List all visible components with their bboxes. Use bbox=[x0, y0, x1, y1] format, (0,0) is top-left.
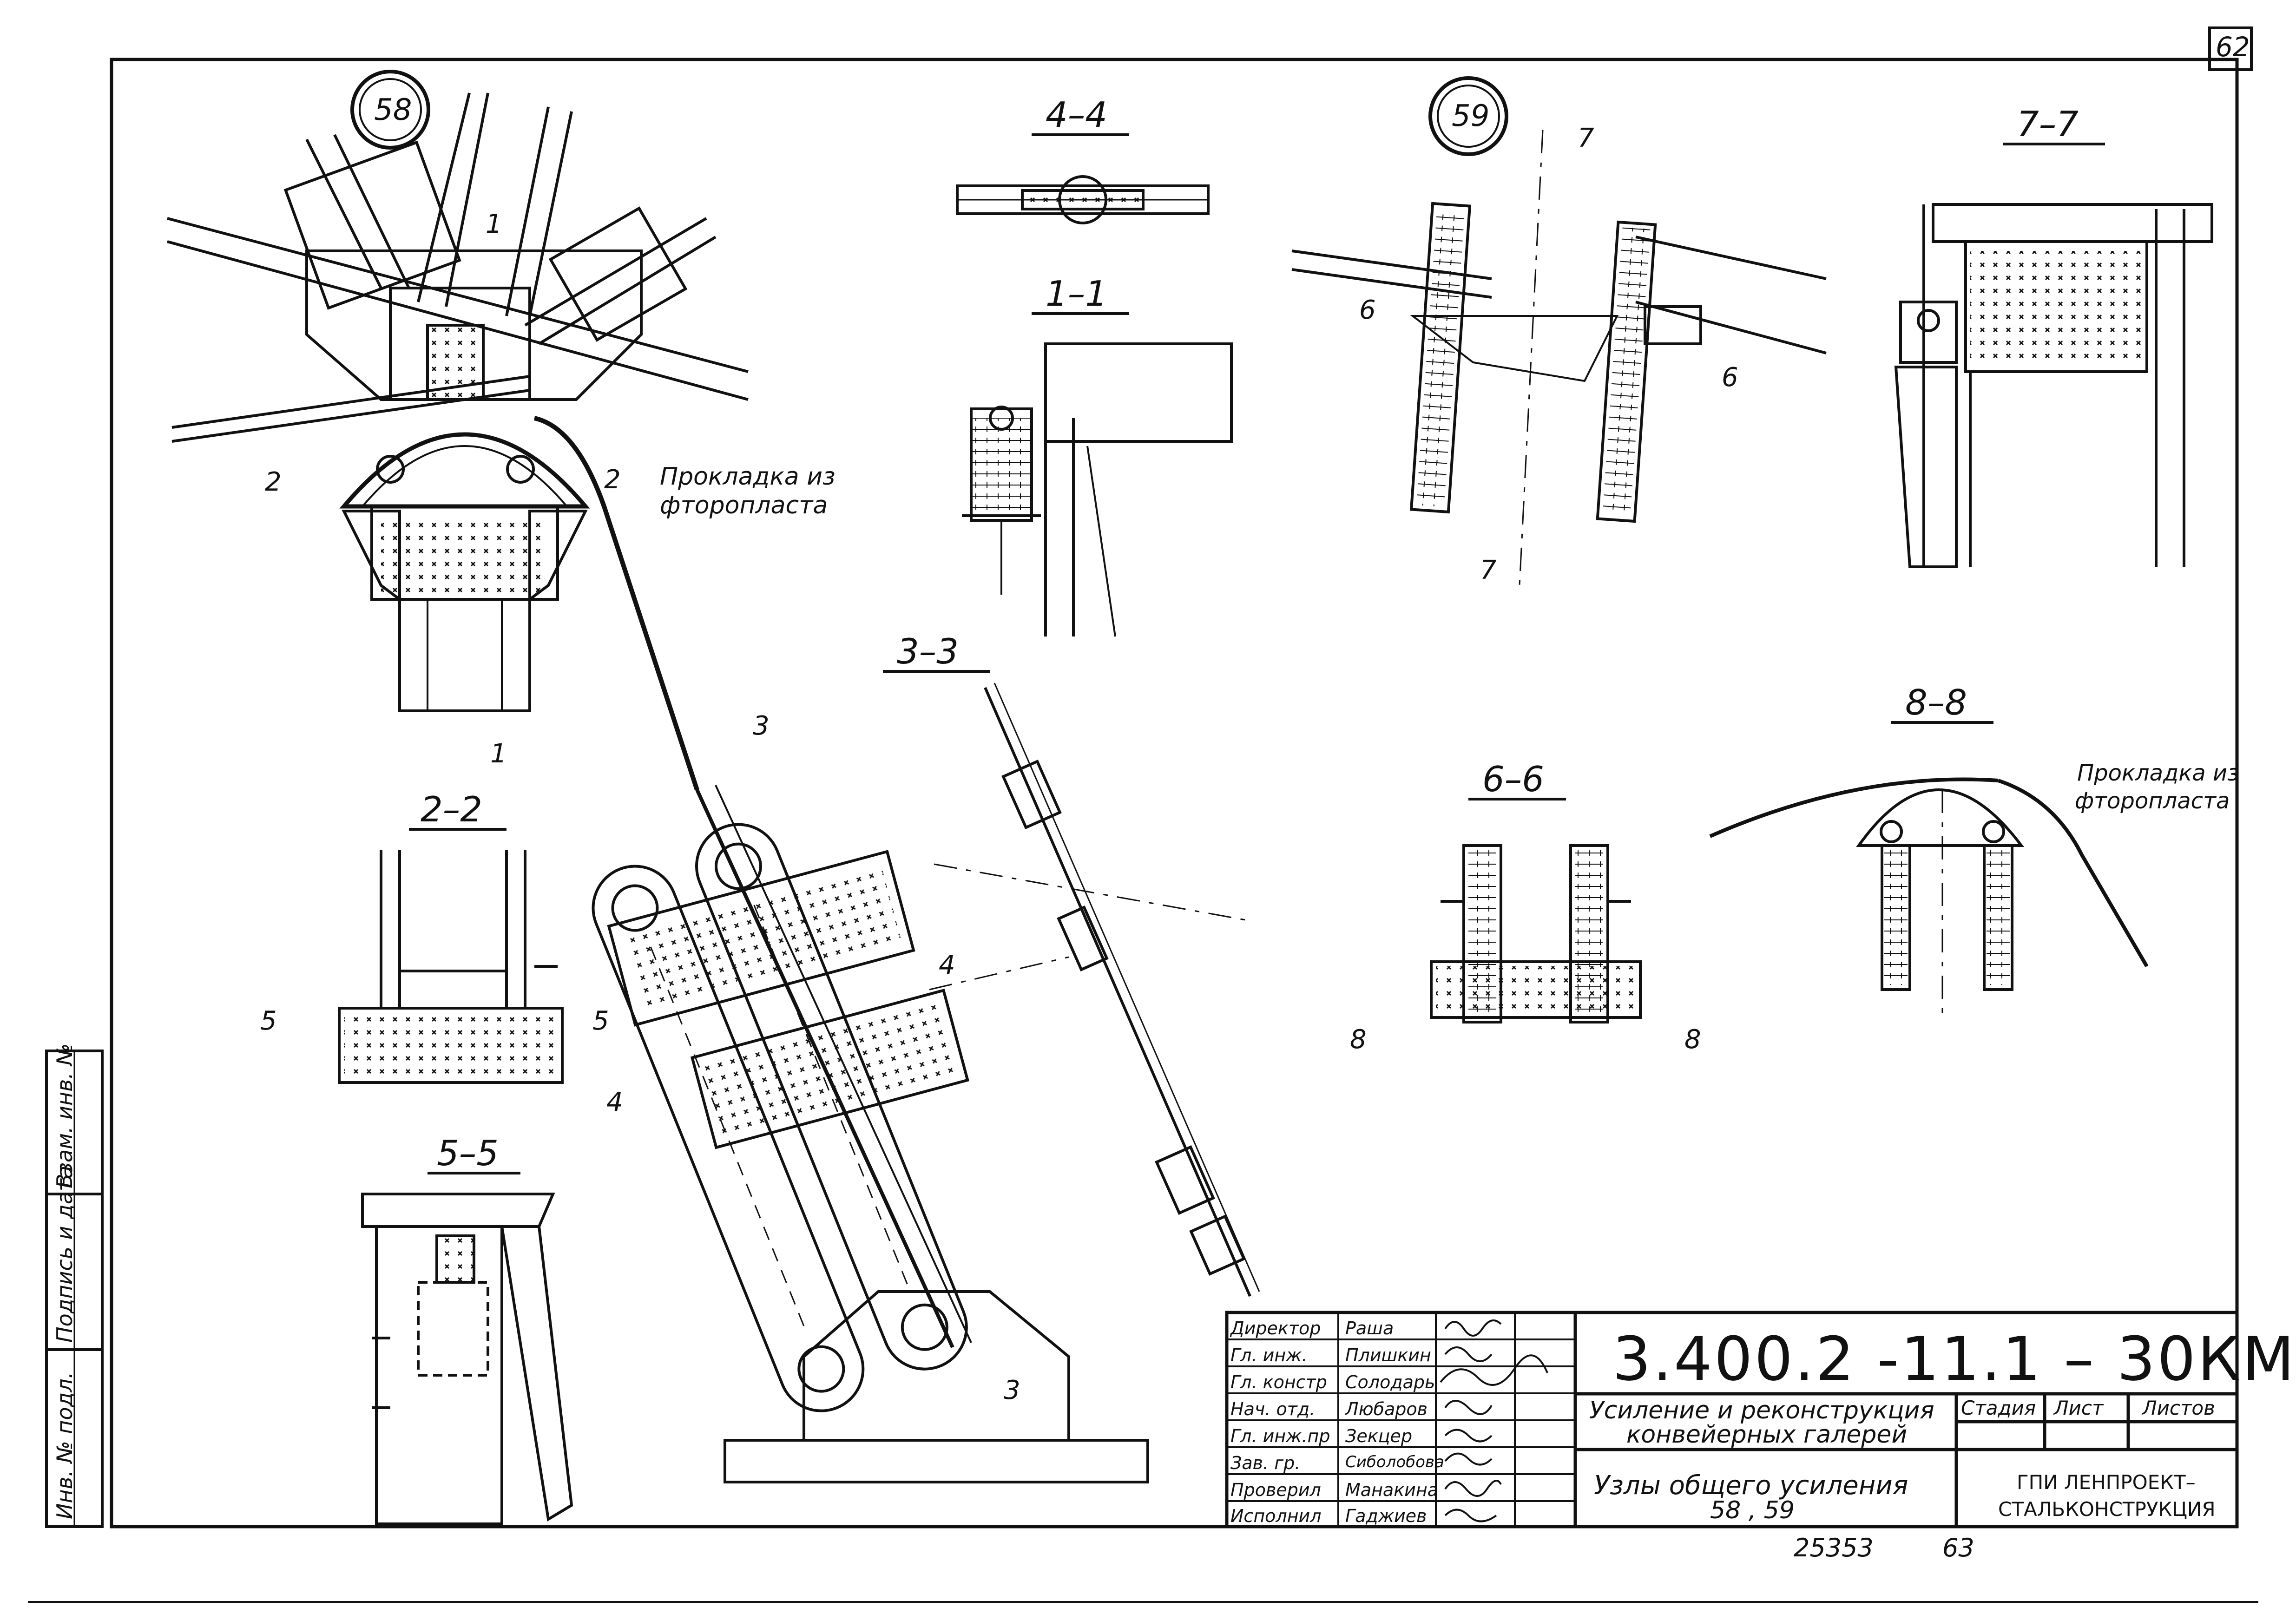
node-59-circle bbox=[1428, 76, 1508, 156]
section-1-1-drawing bbox=[962, 342, 1233, 637]
section-4-4-drawing bbox=[956, 175, 1210, 224]
side-strip bbox=[45, 1050, 104, 1528]
ptfe-pad-note-left-2: фторопласта bbox=[660, 492, 828, 519]
section-2-2-drawing bbox=[338, 850, 564, 1084]
title-line-2: конвейерных галерей bbox=[1626, 1421, 1908, 1449]
role-3: Нач. отд. bbox=[1230, 1399, 1316, 1419]
name-7: Гаджиев bbox=[1345, 1506, 1427, 1526]
section-8-8-drawing bbox=[1709, 777, 2149, 1022]
cut-mark-2-left: 2 bbox=[265, 467, 282, 497]
cut-mark-4-right: 4 bbox=[939, 950, 955, 980]
node-58-label: 58 bbox=[374, 93, 412, 127]
node-59-drawing bbox=[1291, 130, 1827, 586]
section-8-8-title: 8–8 bbox=[1905, 682, 1967, 723]
sheets-label: Листов bbox=[2142, 1397, 2215, 1419]
node-58-circle bbox=[350, 70, 430, 150]
stage-label: Стадия bbox=[1961, 1397, 2036, 1419]
cut-mark-8-right: 8 bbox=[1684, 1024, 1701, 1055]
cut-mark-2-right: 2 bbox=[604, 465, 621, 495]
sheet-frame bbox=[28, 26, 2258, 1603]
section-3-3-title: 3–3 bbox=[897, 631, 959, 672]
name-2: Солодарь bbox=[1345, 1372, 1435, 1392]
section-5-5-drawing bbox=[361, 1193, 573, 1525]
sheet-title-line-1: Узлы общего усиления bbox=[1594, 1470, 1908, 1501]
role-2: Гл. констр bbox=[1230, 1372, 1327, 1392]
ptfe-pad-note-left-1: Прокладка из bbox=[660, 463, 836, 491]
name-1: Плишкин bbox=[1345, 1345, 1431, 1365]
section-4-4-title: 4–4 bbox=[1046, 94, 1107, 135]
side-label-inv-podl: Инв. № подл. bbox=[52, 1371, 77, 1519]
role-1: Гл. инж. bbox=[1230, 1345, 1308, 1365]
title-block-row-lines bbox=[1227, 1338, 1575, 1502]
ptfe-pad-note-right-2: фторопласта bbox=[2075, 788, 2230, 814]
role-0: Директор bbox=[1230, 1318, 1321, 1338]
cut-mark-5-right: 5 bbox=[592, 1006, 609, 1036]
signatures bbox=[1440, 1319, 1548, 1522]
sheet-label: Лист bbox=[2054, 1397, 2104, 1419]
node-58-drawing bbox=[167, 92, 1246, 1483]
cut-mark-1-bottom: 1 bbox=[490, 739, 507, 769]
role-7: Исполнил bbox=[1230, 1506, 1322, 1526]
cut-mark-6-right: 6 bbox=[1722, 362, 1738, 393]
side-label-podpis: Подпись и дата bbox=[52, 1165, 77, 1343]
org-line-2: СТАЛЬКОНСТРУКЦИЯ bbox=[1998, 1498, 2216, 1521]
cut-mark-5-left: 5 bbox=[260, 1006, 277, 1036]
node-59-label: 59 bbox=[1452, 99, 1490, 133]
name-6: Манакина bbox=[1345, 1480, 1438, 1500]
name-0: Раша bbox=[1345, 1318, 1394, 1338]
name-4: Зекцер bbox=[1345, 1426, 1413, 1446]
section-2-2-title: 2–2 bbox=[421, 789, 482, 830]
section-6-6-drawing bbox=[1430, 844, 1642, 1024]
side-label-vzam: Взам. инв. № bbox=[52, 1043, 77, 1188]
cut-mark-7-bottom: 7 bbox=[1480, 555, 1497, 585]
archive-number: 25353 bbox=[1794, 1533, 1874, 1562]
org-line-1: ГПИ ЛЕНПРОЕКТ– bbox=[2017, 1471, 2196, 1494]
role-5: Зав. гр. bbox=[1230, 1453, 1301, 1473]
name-5: Сиболобова bbox=[1345, 1453, 1444, 1471]
name-3: Любаров bbox=[1345, 1399, 1428, 1419]
sheet-count-number: 63 bbox=[1942, 1533, 1974, 1562]
section-3-3-drawing bbox=[984, 682, 1260, 1297]
ptfe-pad-note-right-1: Прокладка из bbox=[2077, 760, 2239, 786]
title-line-1: Усиление и реконструкция bbox=[1589, 1397, 1934, 1424]
section-7-7-title: 7–7 bbox=[2017, 104, 2079, 144]
cut-mark-6-left: 6 bbox=[1359, 295, 1376, 325]
designation: 3.400.2 -11.1 – 30КМ bbox=[1612, 1324, 2296, 1394]
section-7-7-drawing bbox=[1894, 203, 2213, 568]
cut-mark-3-bottom: 3 bbox=[1004, 1375, 1020, 1405]
sheet-title-line-2: 58 , 59 bbox=[1710, 1496, 1795, 1524]
page-number: 62 bbox=[2216, 31, 2250, 63]
section-5-5-title: 5–5 bbox=[437, 1133, 499, 1174]
section-6-6-title: 6–6 bbox=[1482, 759, 1544, 800]
cut-mark-4-left: 4 bbox=[606, 1087, 623, 1117]
cut-mark-8-left: 8 bbox=[1350, 1024, 1367, 1055]
role-6: Проверил bbox=[1230, 1480, 1321, 1500]
role-4: Гл. инж.пр bbox=[1230, 1426, 1330, 1446]
section-title-underlines bbox=[409, 133, 2105, 1174]
cut-mark-3-top: 3 bbox=[753, 711, 770, 741]
section-1-1-title: 1–1 bbox=[1046, 273, 1107, 314]
cut-mark-7-top: 7 bbox=[1578, 123, 1594, 153]
cut-mark-1-top: 1 bbox=[486, 209, 502, 239]
